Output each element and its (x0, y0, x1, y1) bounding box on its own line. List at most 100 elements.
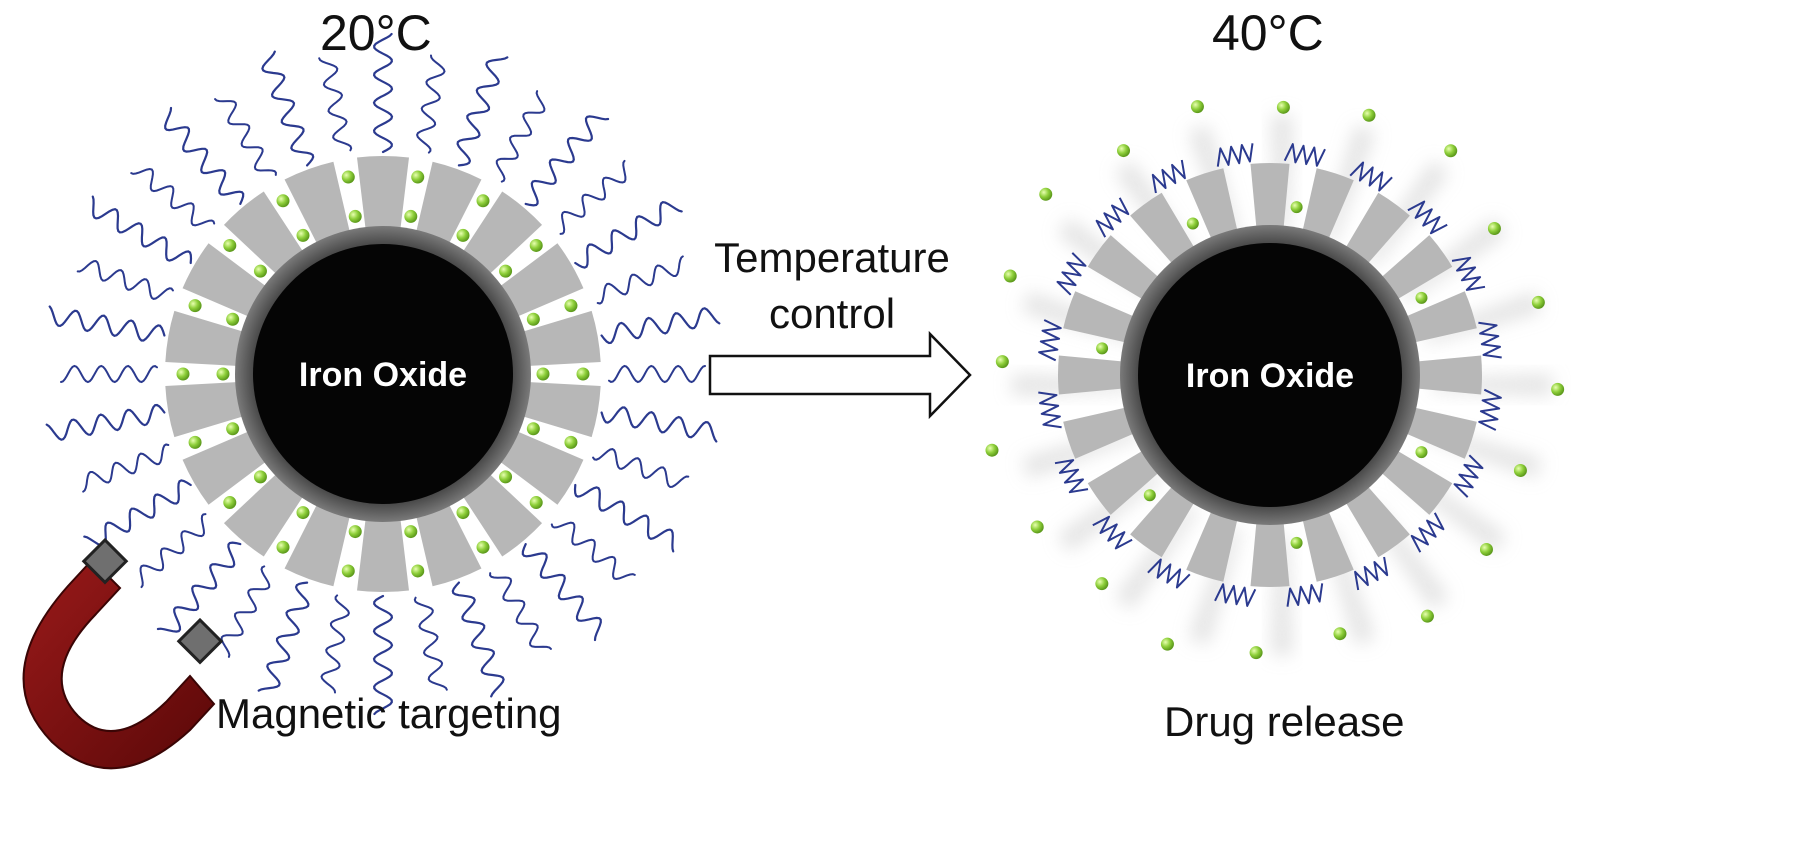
polymer-chain (573, 483, 675, 553)
drug-molecule (341, 564, 355, 578)
polymer-chain (451, 581, 505, 698)
polymer-chain (372, 594, 394, 716)
drug-molecule (1160, 637, 1174, 651)
drug-molecule (188, 299, 202, 313)
collapsed-polymer-chain (1407, 200, 1448, 235)
drug-molecule (499, 470, 513, 484)
drug-molecule (223, 496, 237, 510)
polymer-chain (130, 167, 216, 227)
pore-wall-segment (223, 191, 307, 279)
caption-magnetic-targeting: Magnetic targeting (216, 690, 562, 737)
drug-molecule (995, 355, 1009, 369)
process-label-line2: control (768, 290, 896, 337)
collapsed-polymer-chain (1151, 159, 1186, 194)
horseshoe-magnet-icon (22, 537, 224, 770)
drug-molecule (1333, 627, 1347, 641)
drug-molecule (1290, 536, 1303, 549)
polymer-chain (489, 572, 552, 650)
drug-molecule (411, 564, 425, 578)
pore-wall-segment (182, 243, 271, 319)
drug-molecule (985, 443, 999, 457)
polymer-chain (261, 50, 315, 167)
pore-wall-segment (1087, 235, 1164, 303)
pore-wall-segment (1376, 447, 1453, 515)
polymer-chain (521, 543, 602, 642)
collapsed-polymer-chain (1451, 256, 1486, 291)
pore-wall-segment (1087, 447, 1164, 515)
pore-wall-segment (1058, 355, 1129, 395)
collapsed-polymer-chain (1054, 459, 1089, 494)
pore-wall-segment (414, 161, 482, 250)
drug-molecule (296, 228, 310, 242)
drug-molecule (529, 238, 543, 252)
loaded-drug-molecules (176, 170, 590, 578)
pore-wall-segment (1301, 505, 1354, 582)
caption-drug-release: Drug release (1164, 698, 1405, 745)
polymer-chain (550, 521, 636, 581)
pore-wall-segment (1250, 163, 1290, 234)
iron-oxide-core (253, 244, 513, 504)
drug-molecule (1290, 201, 1303, 214)
pore-wall-segment (223, 469, 307, 557)
collapsed-polymer-chain (1286, 583, 1324, 607)
drug-molecule (1030, 520, 1044, 534)
polymer-chain (156, 541, 242, 633)
collapsed-polymer-chain (1453, 454, 1484, 498)
pore-wall-segment (459, 191, 543, 279)
collapsed-polymer-chain (1478, 321, 1502, 359)
polymer-chain (91, 195, 193, 265)
drug-molecule (1479, 542, 1493, 556)
pore-wall-segment (1186, 505, 1239, 582)
polymer-chain (416, 54, 446, 154)
pore-wall-segment (1376, 235, 1453, 303)
drug-molecule (404, 525, 418, 539)
drug-molecule (1415, 446, 1428, 459)
drug-molecule (276, 540, 290, 554)
pore-wall-segment (1130, 481, 1198, 558)
drug-molecule (296, 506, 310, 520)
drug-molecule (526, 422, 540, 436)
pore-wall-segment (284, 498, 352, 587)
polymer-chain (596, 255, 684, 305)
polymer-chain (372, 32, 394, 154)
pore-wall-segment (516, 381, 601, 438)
drug-molecule (404, 209, 418, 223)
polymer-chain (318, 57, 353, 152)
drug-molecule (1039, 187, 1053, 201)
polymer-chain (139, 513, 207, 589)
pore-wall-segment (1063, 291, 1140, 344)
pore-wall-segment (284, 161, 352, 250)
nanoparticle-20c: Iron Oxide (45, 32, 721, 716)
polymer-chain (82, 443, 170, 493)
drug-molecule (348, 525, 362, 539)
pore-wall-segment (165, 381, 250, 438)
drug-molecule (526, 312, 540, 326)
drug-molecule (253, 264, 267, 278)
core-label-right: Iron Oxide (1186, 357, 1354, 395)
polymer-chain (574, 201, 683, 269)
drug-molecule (456, 228, 470, 242)
drug-molecule (1143, 489, 1156, 502)
drug-molecule (564, 299, 578, 313)
drug-molecule (1551, 382, 1565, 396)
pore-wall-segment (357, 513, 409, 592)
polymer-chain (214, 98, 277, 176)
collapsed-polymer-chain (1056, 252, 1087, 296)
polymer-chain (83, 479, 192, 547)
drug-molecule (411, 170, 425, 184)
polymer-chain (45, 403, 166, 441)
drug-molecule (1190, 100, 1204, 114)
collapsed-polymer-chain (1349, 161, 1393, 192)
pore-wall-segment (165, 310, 250, 367)
process-label-line1: Temperature (714, 234, 950, 281)
drug-molecule (1276, 100, 1290, 114)
collapsed-polymer-chain (1038, 319, 1062, 362)
collapsed-polymer-chain (1478, 388, 1502, 431)
drug-molecule (1003, 269, 1017, 283)
pore-wall-segment (495, 429, 584, 505)
collapsed-polymer-chain (1354, 556, 1389, 591)
drug-molecule (1531, 295, 1545, 309)
drug-molecule (1487, 222, 1501, 236)
